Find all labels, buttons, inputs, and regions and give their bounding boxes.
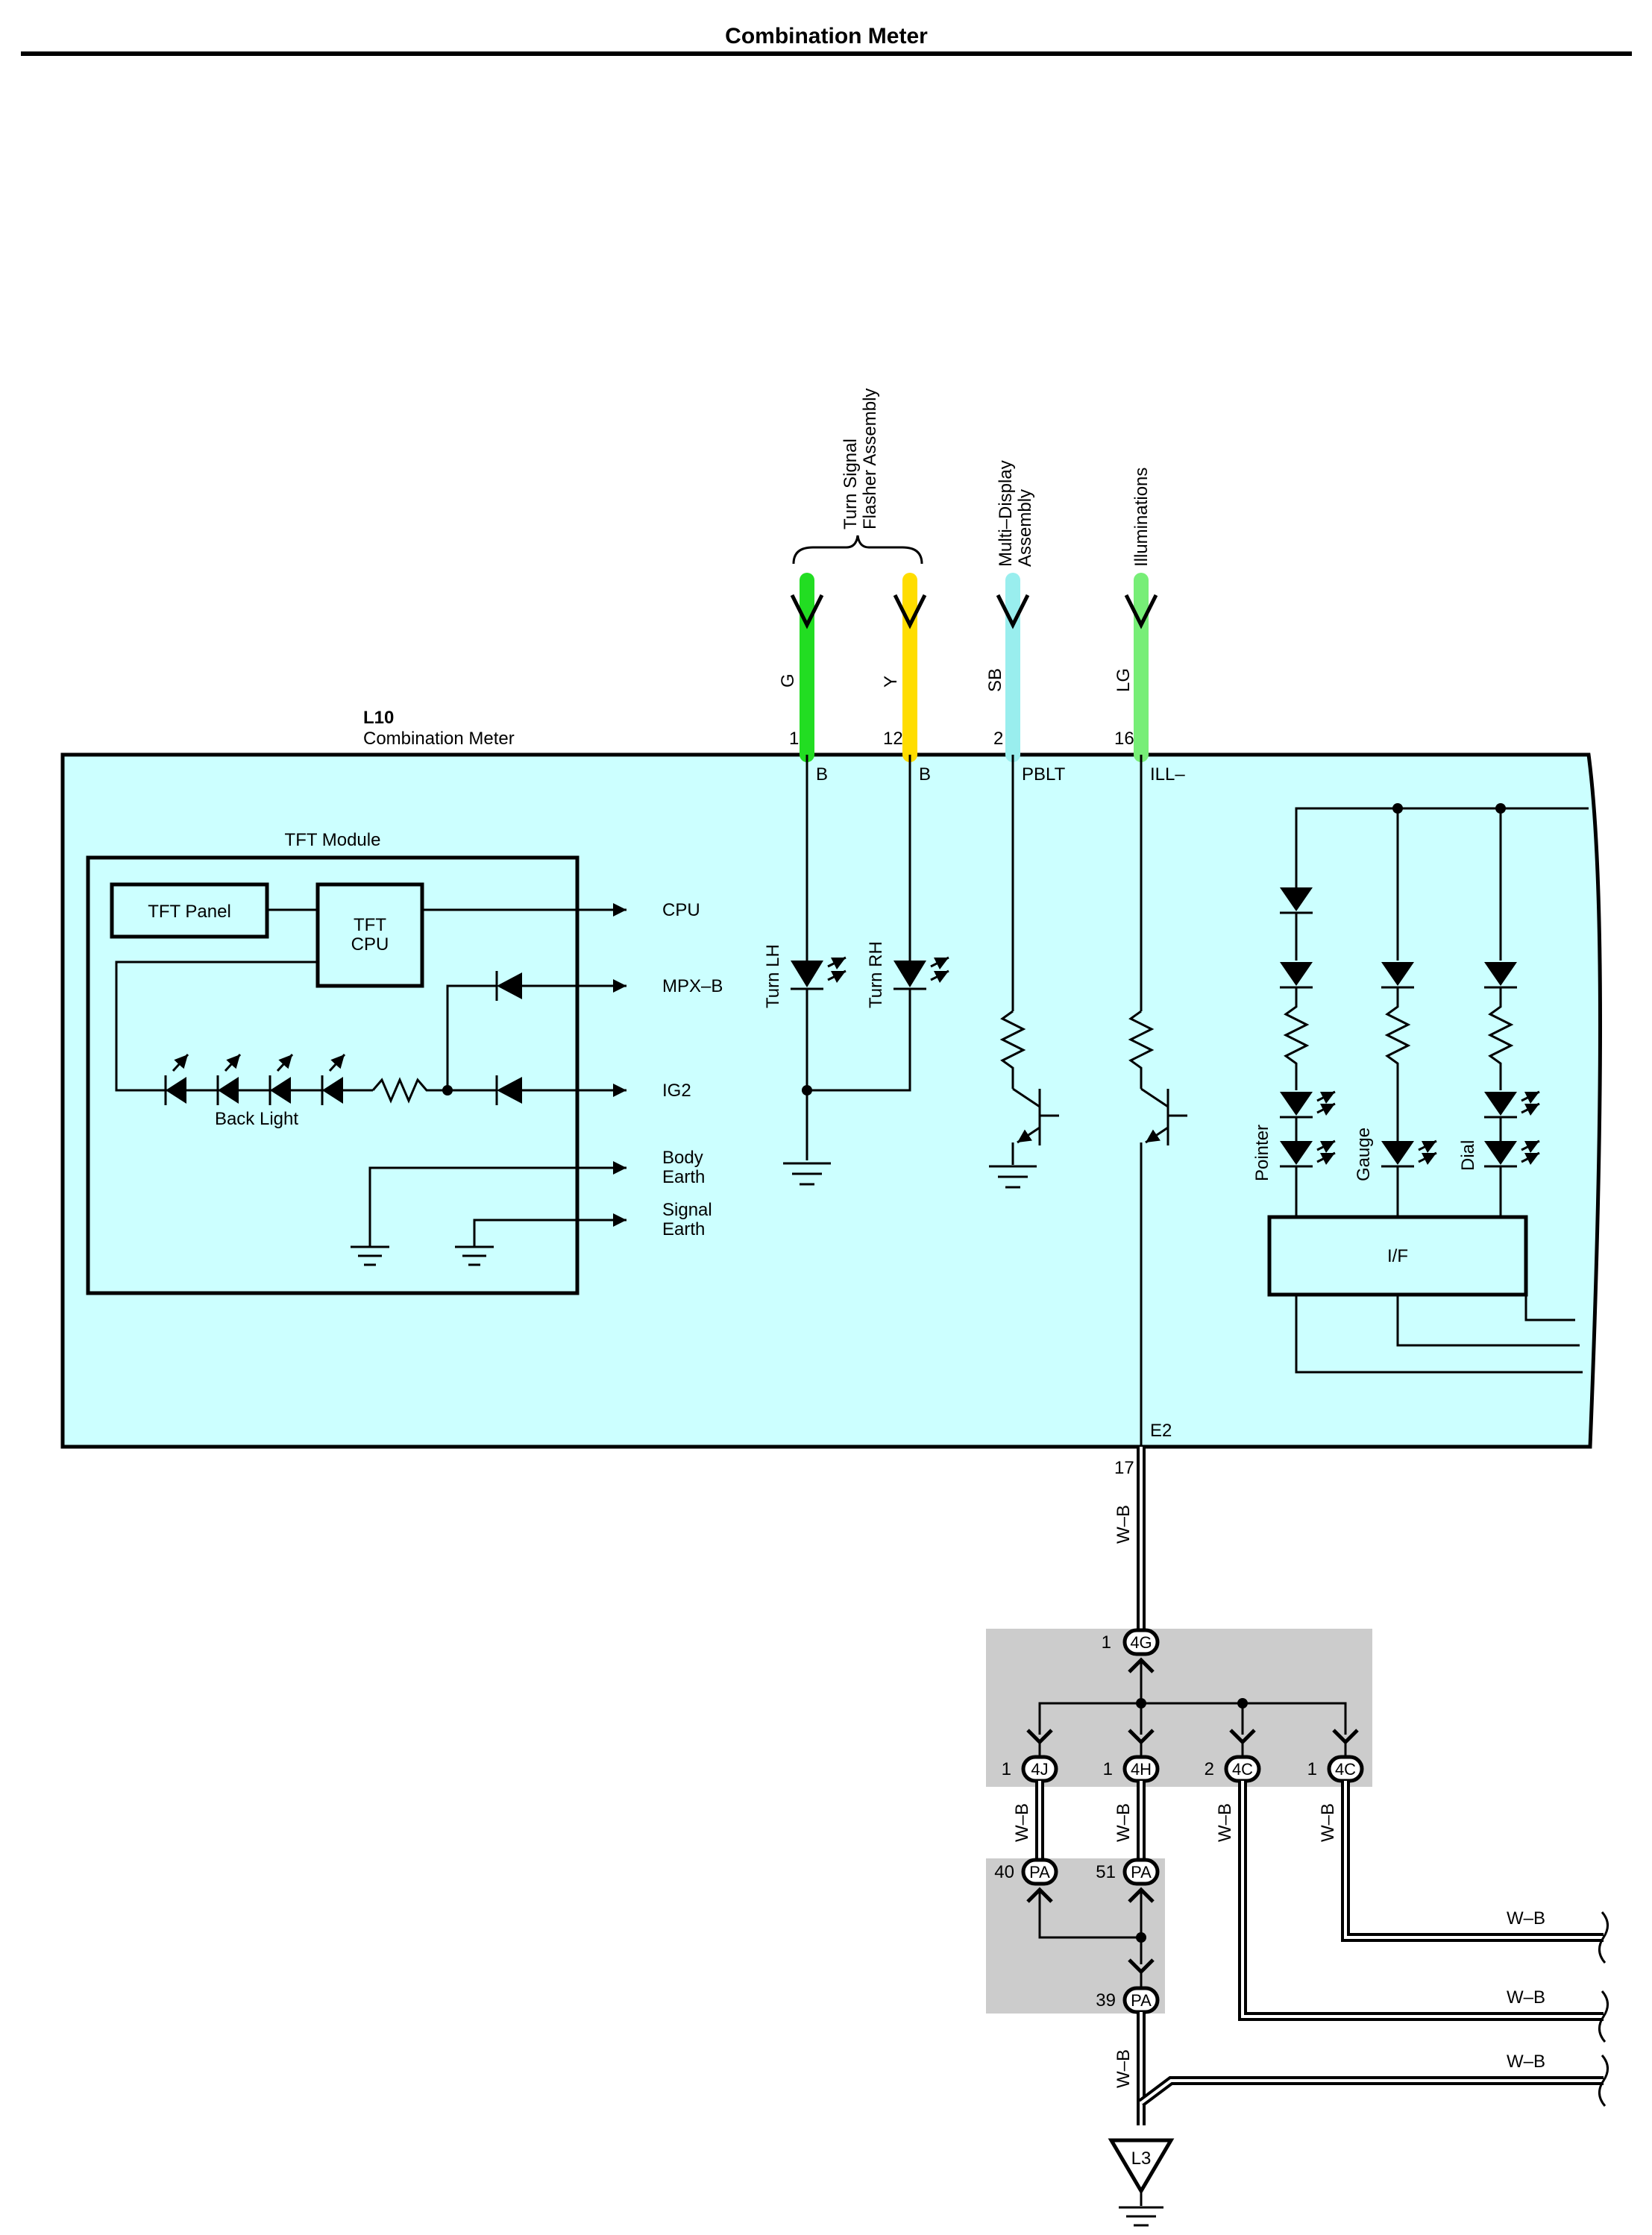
svg-text:1: 1 (1002, 1759, 1011, 1779)
svg-text:PA: PA (1029, 1863, 1050, 1882)
signal-earth-ground-icon (455, 1245, 494, 1266)
svg-text:Turn Signal: Turn Signal (841, 438, 861, 529)
svg-text:4J: 4J (1031, 1760, 1048, 1779)
svg-text:CPU: CPU (351, 934, 389, 955)
svg-text:2: 2 (993, 729, 1003, 749)
wire-wb-e2: W–B (1114, 1505, 1134, 1544)
svg-text:1: 1 (789, 729, 799, 749)
svg-text:TFT Module: TFT Module (285, 830, 381, 850)
turn-signal-brace (792, 535, 923, 565)
wb-wire-bottom: W–B W–B (1114, 2012, 1609, 2125)
ig2-diode (495, 1075, 522, 1105)
svg-text:Y: Y (881, 676, 901, 688)
component-code: L10 (363, 708, 394, 728)
turn-lh-label: Turn LH (763, 944, 783, 1008)
gauge-chain (1381, 962, 1437, 1217)
turn-rh-label: Turn RH (866, 941, 886, 1008)
ill-resistor (1128, 1010, 1155, 1089)
back-light-leds (164, 1053, 373, 1105)
svg-text:TFT Panel: TFT Panel (148, 902, 231, 922)
illuminations-label: Illuminations (1131, 468, 1152, 567)
svg-text:W–B: W–B (1114, 2049, 1134, 2088)
ground-l3: L3 (1108, 2138, 1175, 2227)
svg-text:SB: SB (985, 668, 1005, 692)
svg-text:PA: PA (1131, 1863, 1152, 1882)
svg-text:G: G (778, 673, 798, 688)
wire-y: Y 12 B (881, 573, 931, 785)
svg-text:PBLT: PBLT (1022, 764, 1066, 785)
svg-text:L3: L3 (1131, 2148, 1152, 2169)
pblt-resistor (999, 1010, 1026, 1089)
gauge-label: Gauge (1354, 1128, 1374, 1181)
svg-text:Multi–Display: Multi–Display (996, 460, 1016, 567)
mpx-diode (495, 971, 522, 1001)
turn-rh-led (893, 956, 949, 990)
wire-wb-4h: W–B (1114, 1803, 1134, 1842)
wire-lg: LG 16 ILL– (1114, 573, 1185, 785)
svg-text:4C: 4C (1232, 1760, 1253, 1779)
svg-text:2: 2 (1205, 1759, 1214, 1779)
pin-17: 17 (1114, 1458, 1134, 1478)
pointer-chain (1280, 887, 1336, 1217)
pointer-label: Pointer (1252, 1125, 1272, 1181)
connector-pa-40: PA 40 (994, 1858, 1058, 1903)
tft-module: TFT Module (86, 830, 580, 1295)
body-earth-ground-icon (351, 1245, 389, 1266)
page-title: Combination Meter (725, 24, 928, 48)
wire-wb-4c-b: W–B (1318, 1803, 1338, 1842)
output-mpx-b: MPX–B (662, 976, 723, 996)
svg-text:51: 51 (1096, 1862, 1116, 1882)
ill-transistor (1140, 1087, 1187, 1145)
svg-text:12: 12 (883, 729, 903, 749)
svg-text:W–B: W–B (1507, 1987, 1545, 2008)
svg-text:4C: 4C (1335, 1760, 1356, 1779)
svg-text:16: 16 (1114, 729, 1134, 749)
connector-pa-39: PA 39 (1096, 1958, 1160, 2014)
svg-text:4G: 4G (1130, 1633, 1152, 1652)
body-earth-1: Body (662, 1148, 703, 1168)
component-name: Combination Meter (363, 729, 515, 749)
svg-text:40: 40 (994, 1862, 1014, 1882)
output-cpu: CPU (662, 900, 700, 920)
output-ig2: IG2 (662, 1081, 691, 1101)
wb-wire-mid: W–B (1238, 1781, 1609, 2043)
body-earth-2: Earth (662, 1167, 705, 1187)
dial-label: Dial (1458, 1140, 1478, 1171)
wire-sb: SB 2 PBLT (985, 573, 1066, 785)
combination-meter-body (60, 752, 1603, 1449)
turn-ground-icon (783, 1162, 831, 1186)
wire-wb-4c-a: W–B (1215, 1803, 1235, 1842)
svg-text:LG: LG (1114, 668, 1134, 692)
pblt-ground-icon (989, 1165, 1037, 1189)
dial-chain (1484, 962, 1540, 1217)
svg-text:1: 1 (1102, 1632, 1111, 1653)
wb-wire-top: W–B (1341, 1781, 1609, 1964)
svg-text:W–B: W–B (1507, 1908, 1545, 1928)
svg-text:Assembly: Assembly (1015, 489, 1035, 567)
svg-text:B: B (816, 764, 828, 785)
multi-display-label: Multi–Display Assembly (996, 460, 1035, 567)
svg-text:ILL–: ILL– (1150, 764, 1185, 785)
turn-signal-label: Turn Signal Flasher Assembly (841, 389, 880, 529)
svg-text:4H: 4H (1131, 1760, 1152, 1779)
svg-text:PA: PA (1131, 1991, 1152, 2010)
back-light-resistor (371, 1077, 447, 1104)
back-light-label: Back Light (215, 1109, 298, 1129)
wire-g: G 1 B (778, 573, 828, 785)
svg-text:Flasher Assembly: Flasher Assembly (860, 389, 880, 529)
tft-cpu: TFT CPU (315, 882, 424, 988)
svg-text:1: 1 (1103, 1759, 1113, 1779)
terminal-e2: E2 (1150, 1421, 1172, 1441)
pblt-transistor (1011, 1087, 1059, 1165)
wire-wb-4j: W–B (1012, 1803, 1032, 1842)
svg-text:1: 1 (1307, 1759, 1317, 1779)
svg-text:I/F: I/F (1387, 1246, 1408, 1266)
svg-text:W–B: W–B (1507, 2052, 1545, 2072)
svg-text:39: 39 (1096, 1990, 1116, 2011)
signal-earth-2: Earth (662, 1219, 705, 1239)
signal-earth-1: Signal (662, 1200, 712, 1220)
svg-text:B: B (919, 764, 931, 785)
svg-text:TFT: TFT (354, 915, 386, 935)
